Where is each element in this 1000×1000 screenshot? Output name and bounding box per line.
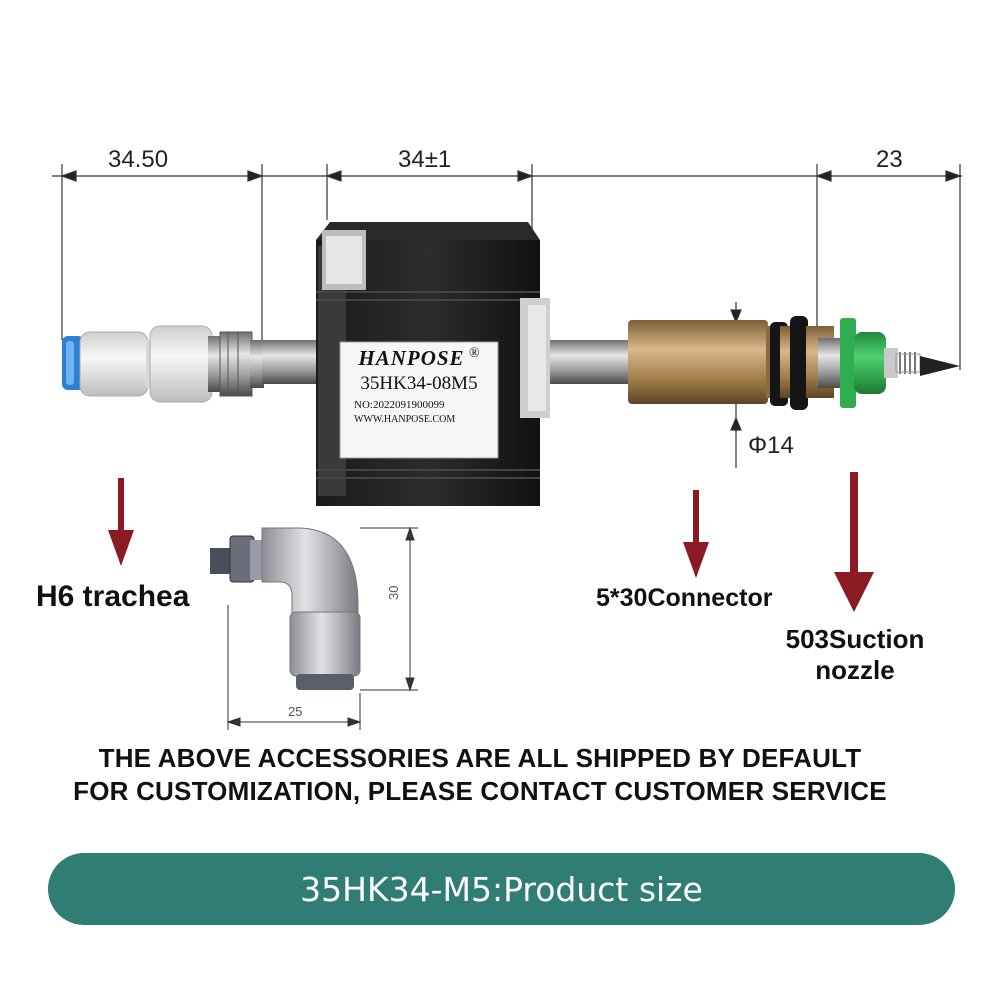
callout-nozzle-line1: 503Suction (785, 624, 925, 654)
dimension-lines (52, 164, 962, 468)
elbow-fitting (210, 526, 418, 730)
banner-text: 35HK34-M5:Product size (300, 869, 703, 909)
product-size-banner: 35HK34-M5:Product size (48, 853, 955, 925)
notice-line1: THE ABOVE ACCESSORIES ARE ALL SHIPPED BY… (98, 743, 862, 773)
motor-label: HANPOSE ® 35HK34-08M5 NO:2022091900099 W… (340, 346, 498, 425)
notice-line2: FOR CUSTOMIZATION, PLEASE CONTACT CUSTOM… (73, 776, 887, 806)
website: WWW.HANPOSE.COM (354, 414, 456, 425)
suction-nozzle (840, 318, 960, 408)
serial-number: NO:2022091900099 (354, 399, 445, 411)
callout-nozzle-line2: nozzle (815, 655, 895, 685)
push-fitting (62, 325, 264, 403)
callout-trachea: H6 trachea (36, 580, 190, 613)
callout-arrows (108, 472, 874, 612)
dim-diameter: Φ14 (748, 432, 794, 459)
brass-connector (628, 316, 848, 410)
elbow-width: 25 (288, 704, 303, 719)
dim-motor-length: 34±1 (398, 146, 452, 173)
dim-left-length: 34.50 (108, 146, 169, 173)
brand-name: HANPOSE (358, 346, 465, 370)
dim-right-length: 23 (876, 146, 903, 173)
callout-nozzle: 503Suction nozzle (772, 624, 938, 686)
stepper-motor (316, 222, 550, 506)
registered-mark: ® (469, 346, 480, 361)
elbow-height: 30 (386, 585, 401, 600)
callout-connector: 5*30Connector (596, 584, 773, 612)
model-number: 35HK34-08M5 (360, 373, 478, 394)
